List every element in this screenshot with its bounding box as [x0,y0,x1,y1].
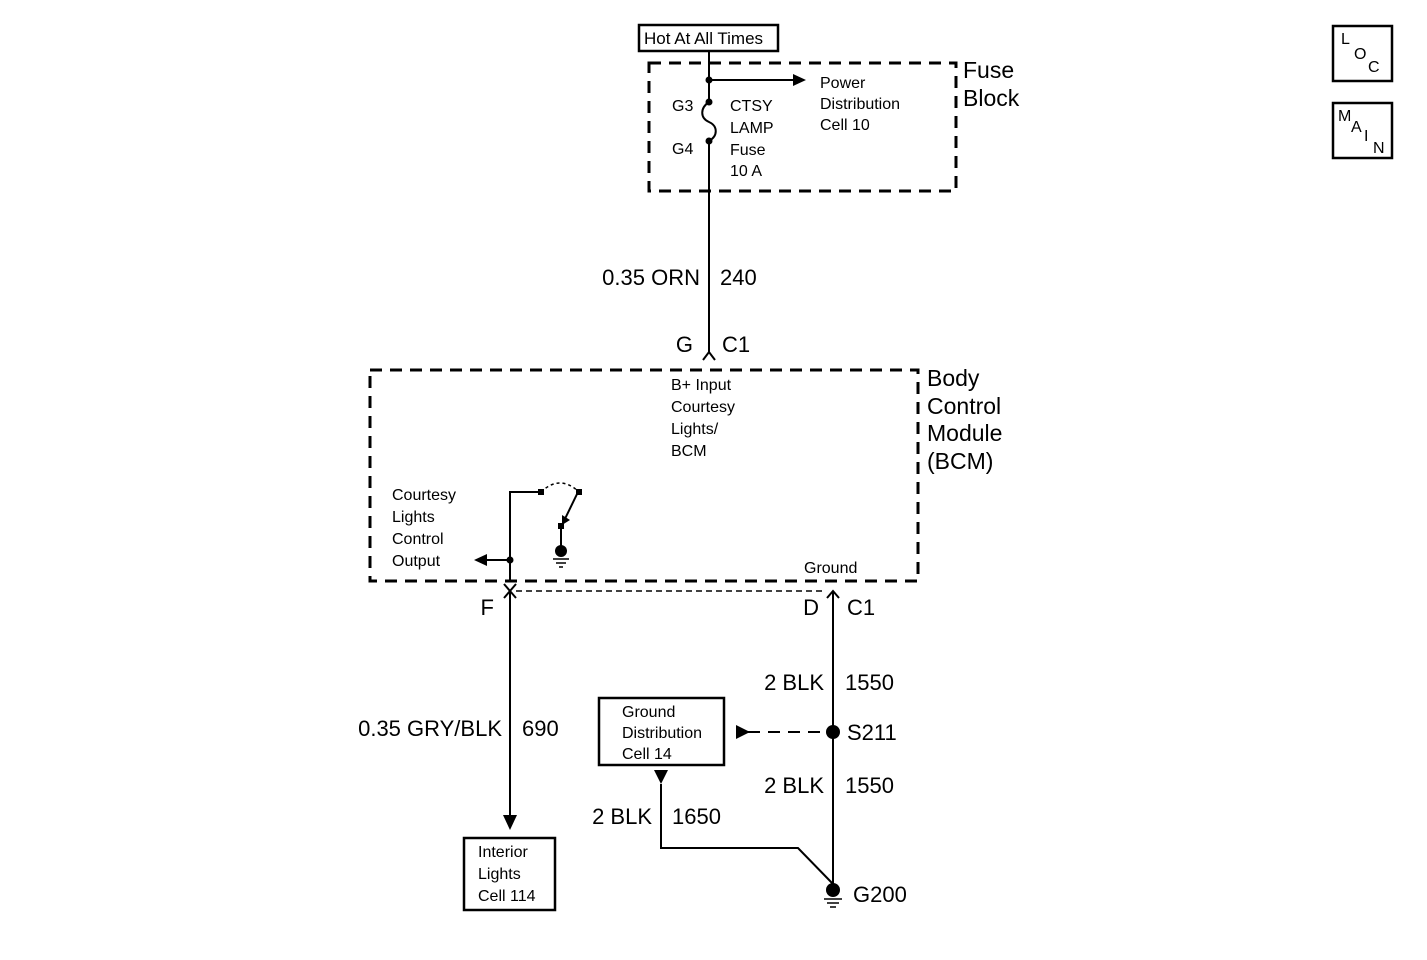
ground-g200: G200 [824,882,907,908]
bcm-switch-icon [509,482,582,581]
main-letter-3: I [1364,128,1368,145]
ground-distribution-box: Ground Distribution Cell 14 [597,696,726,767]
interior-lights-line2: Lights [478,866,521,883]
fuse-label-line4: 10 A [730,163,762,180]
bcm-input-label-line1: B+ Input [671,377,732,394]
bcm-title-line2: Control [927,393,1001,419]
bcm-output-label-line1: Courtesy [392,487,456,504]
wire-gry-circuit: 690 [522,716,559,741]
power-source-label: Hot At All Times [644,29,763,48]
splice-s211: S211 [736,720,897,745]
bcm-input-label-line2: Courtesy [671,399,735,416]
bcm-output-label-line3: Control [392,531,444,548]
fuse-terminal-top: G3 [672,98,693,115]
fuse-block-title-line2: Block [963,85,1020,111]
fuse-block-title-line1: Fuse [963,57,1014,83]
wire-blk-1650: 2 BLK 1650 [592,770,834,885]
wire-blk-upper-circuit: 1550 [845,670,894,695]
wire-gry-gauge-color: 0.35 GRY/BLK [358,716,502,741]
power-source-box: Hot At All Times [637,23,780,53]
wire-1650-circuit: 1650 [672,804,721,829]
fuse-label-line1: CTSY [730,98,773,115]
main-button[interactable]: M A I N [1331,101,1394,160]
bcm-title-line1: Body [927,365,980,391]
wire-orn-gauge-color: 0.35 ORN [602,265,700,290]
bcm-input-connector-id: C1 [722,332,750,357]
loc-letter-2: O [1354,46,1366,63]
fuse-block: Fuse Block Power Distribution Cell 10 G3… [647,51,1020,193]
wire-blk-1550: 2 BLK 1550 2 BLK 1550 [764,591,894,884]
power-distribution-line1: Power [820,75,866,92]
bcm-output-pin-f: F [481,595,494,620]
wire-blk-lower-circuit: 1550 [845,773,894,798]
wire-gry-690: 0.35 GRY/BLK 690 [358,591,559,830]
fuse-terminal-bottom: G4 [672,141,693,158]
output-arrow-icon [474,554,487,566]
wire-1650-gauge-color: 2 BLK [592,804,652,829]
fuse-label-line2: LAMP [730,120,774,137]
bcm-output-pin-d: D [803,595,819,620]
bcm-output-label-line2: Lights [392,509,435,526]
wire-blk-lower-gauge-color: 2 BLK [764,773,824,798]
main-letter-2: A [1351,119,1362,136]
loc-letter-1: L [1341,31,1350,48]
body-control-module: Body Control Module (BCM) B+ Input Court… [368,365,1002,583]
interior-lights-arrow-icon [503,815,517,830]
wire-orn-circuit: 240 [720,265,757,290]
power-distribution-line2: Distribution [820,96,900,113]
fuse-label-line3: Fuse [730,142,766,159]
ground-distribution-line1: Ground [622,704,675,721]
interior-lights-line3: Cell 114 [478,888,536,905]
ground-label: G200 [853,882,907,907]
splice-dot-icon [826,725,840,739]
bcm-input-label-line3: Lights/ [671,421,719,438]
wire-orn-240: 0.35 ORN 240 [602,141,757,352]
interior-lights-box: Interior Lights Cell 114 [462,836,557,912]
bcm-title-line3: Module [927,420,1002,446]
power-distribution-line3: Cell 10 [820,117,870,134]
ground-distribution-arrow-icon [736,725,750,739]
ground-distribution-line2: Distribution [622,725,702,742]
loc-button[interactable]: L O C [1331,24,1394,83]
ground-distribution-pointer-icon [654,770,668,784]
power-distribution-arrow-icon [793,74,806,86]
splice-label: S211 [847,720,897,745]
bcm-input-connector: G C1 [676,332,750,361]
main-letter-4: N [1373,140,1385,157]
bcm-output-label-line4: Output [392,553,441,570]
bcm-ground-label: Ground [804,560,857,577]
wire-blk-upper-gauge-color: 2 BLK [764,670,824,695]
fuse-icon [701,101,717,142]
ground-distribution-line3: Cell 14 [622,746,672,763]
bcm-output-connector: F D C1 [481,583,875,620]
main-letter-1: M [1338,108,1351,125]
connector-symbol-icon [702,350,716,361]
interior-lights-line1: Interior [478,844,528,861]
loc-letter-3: C [1368,59,1380,76]
bcm-input-label-line4: BCM [671,443,707,460]
bcm-title-line4: (BCM) [927,448,993,474]
bcm-output-connector-id: C1 [847,595,875,620]
bcm-input-pin: G [676,332,693,357]
